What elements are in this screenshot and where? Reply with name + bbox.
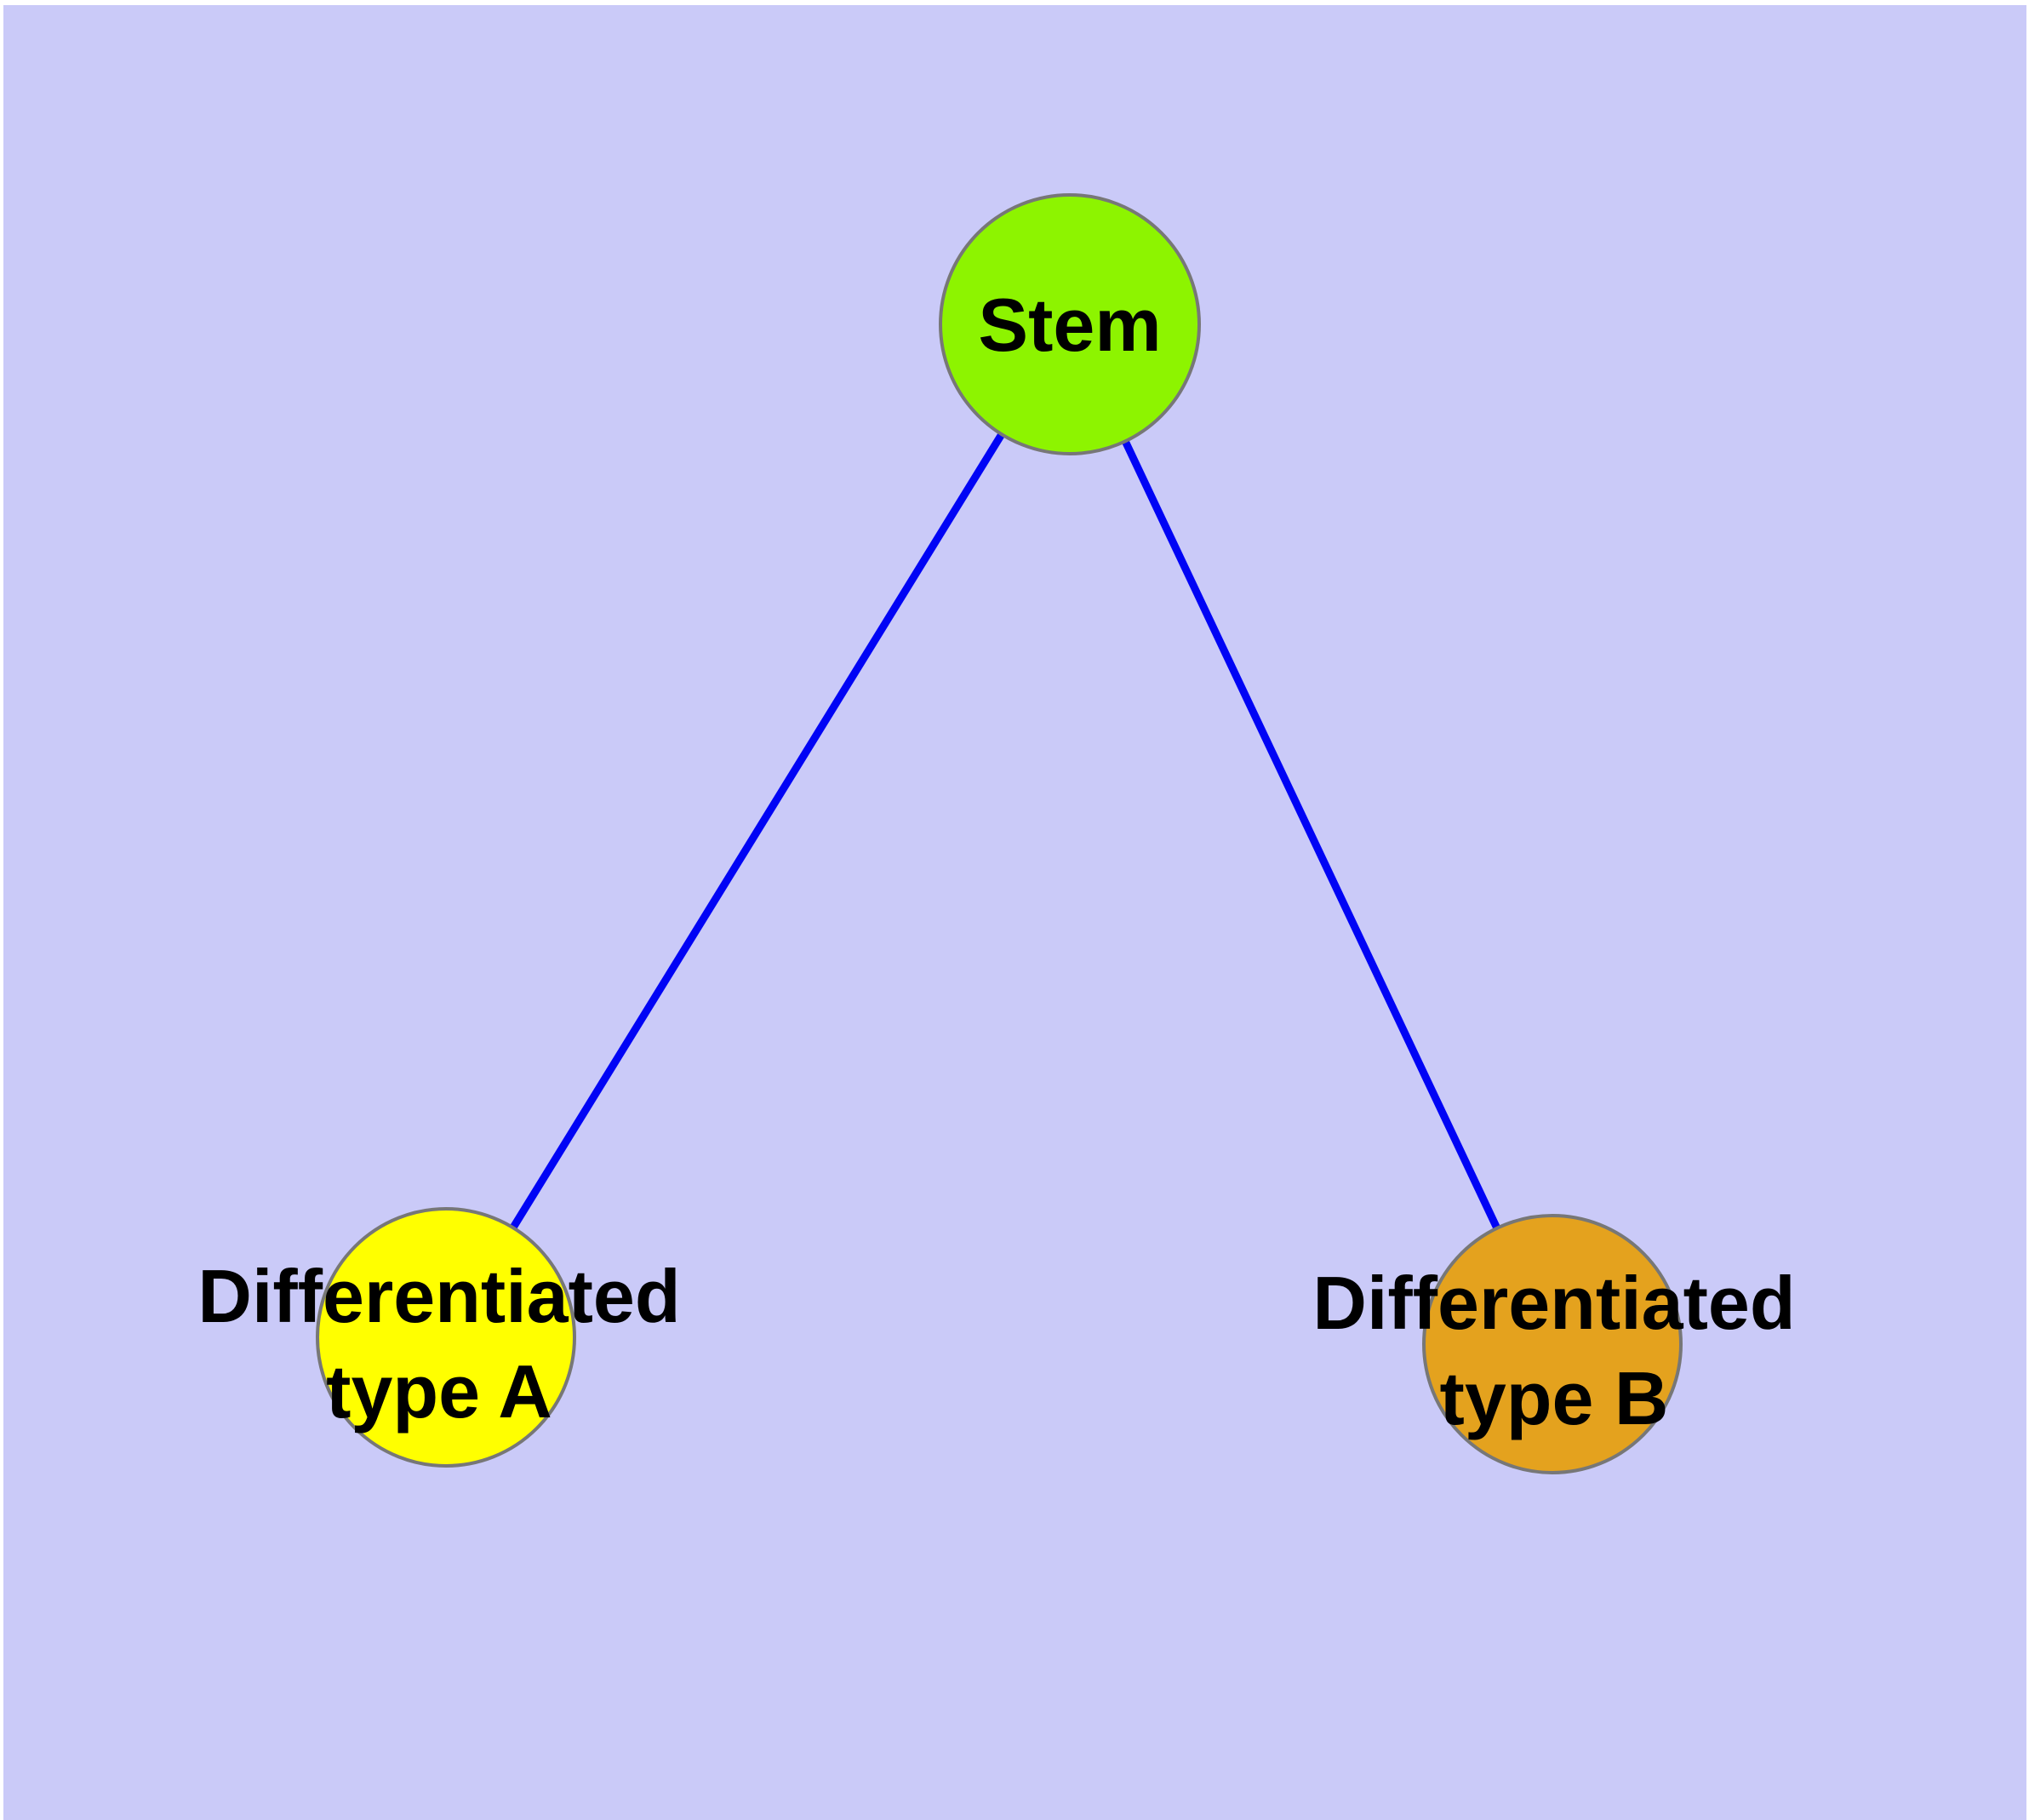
node-type-b-label-line2: type B xyxy=(1440,1356,1669,1440)
edge-stem-to-type-b xyxy=(1121,439,1501,1230)
node-stem xyxy=(939,193,1201,455)
node-type-b-label-line1: Differentiated xyxy=(1312,1261,1795,1345)
plot-panel: Stem Differentiated type A Differentiate… xyxy=(3,5,2026,1820)
node-differentiated-type-b xyxy=(1422,1214,1683,1474)
node-type-a-label-line2: type A xyxy=(326,1349,552,1434)
edge-stem-to-type-a xyxy=(510,432,1005,1230)
graph-svg: Stem Differentiated type A Differentiate… xyxy=(3,5,2026,1820)
node-type-a-label-line1: Differentiated xyxy=(197,1254,680,1338)
node-differentiated-type-a xyxy=(316,1207,576,1468)
node-stem-label: Stem xyxy=(978,283,1161,367)
